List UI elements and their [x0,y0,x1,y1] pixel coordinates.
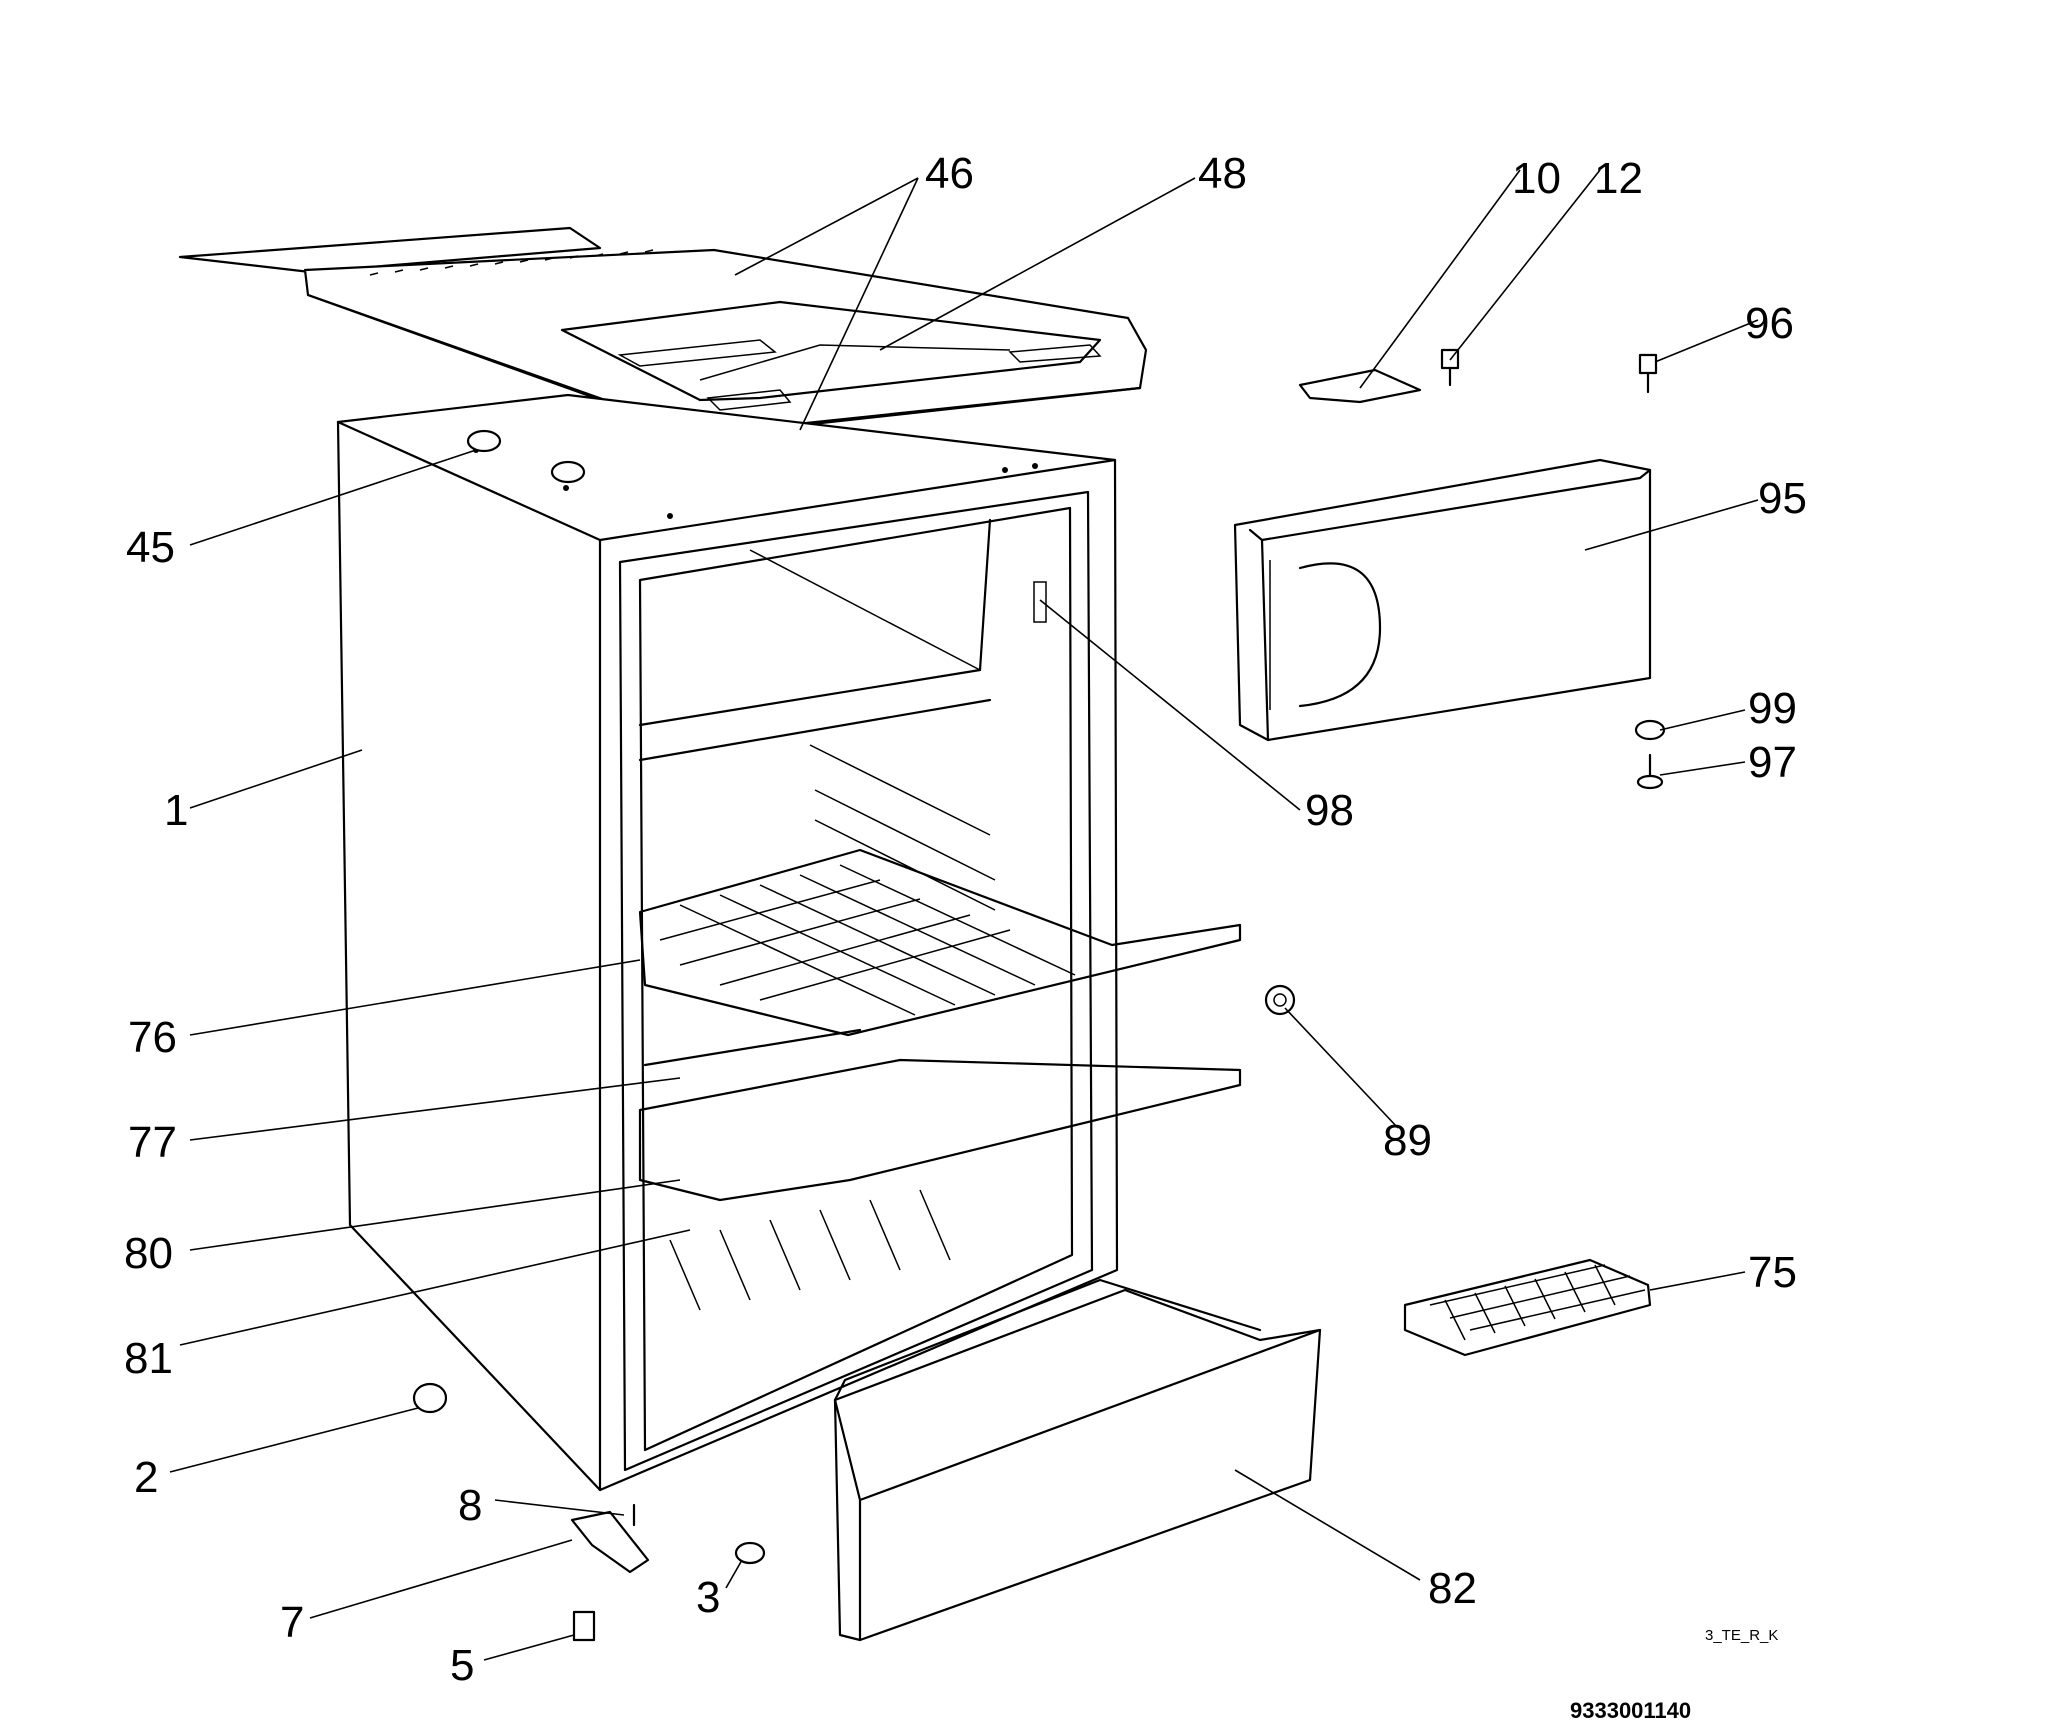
callout-labels: 46 48 10 12 96 95 45 1 98 99 97 76 77 89… [124,149,1807,1690]
callout-2: 2 [134,1453,158,1502]
callout-96: 96 [1745,299,1794,348]
callout-48: 48 [1198,149,1247,198]
callout-5: 5 [450,1641,474,1690]
callout-12: 12 [1594,154,1643,203]
callout-98: 98 [1305,786,1354,835]
callout-82: 82 [1428,1564,1477,1613]
callout-76: 76 [128,1013,177,1062]
callout-81: 81 [124,1334,173,1383]
callout-7: 7 [280,1598,304,1647]
callout-97: 97 [1748,738,1797,787]
callout-8: 8 [458,1481,482,1530]
callout-3: 3 [696,1573,720,1622]
leader-lines [169,169,1759,1661]
callout-95: 95 [1758,474,1807,523]
callout-1: 1 [164,786,188,835]
part-number: 9333001140 [1570,1698,1691,1723]
callout-10: 10 [1512,154,1561,203]
callout-45: 45 [126,523,175,572]
small-parts [412,348,1666,1642]
crisper-drawer [833,1278,1322,1642]
callout-99: 99 [1748,684,1797,733]
callout-80: 80 [124,1229,173,1278]
top-cover [178,226,1148,434]
door-panel [1233,458,1652,742]
callout-77: 77 [128,1118,177,1167]
diagram-code: 3_TE_R_K [1705,1627,1778,1644]
callout-75: 75 [1748,1248,1797,1297]
callout-46: 46 [925,149,974,198]
cabinet-body [336,393,1242,1492]
callout-89: 89 [1383,1116,1432,1165]
ice-tray [1403,1258,1652,1357]
